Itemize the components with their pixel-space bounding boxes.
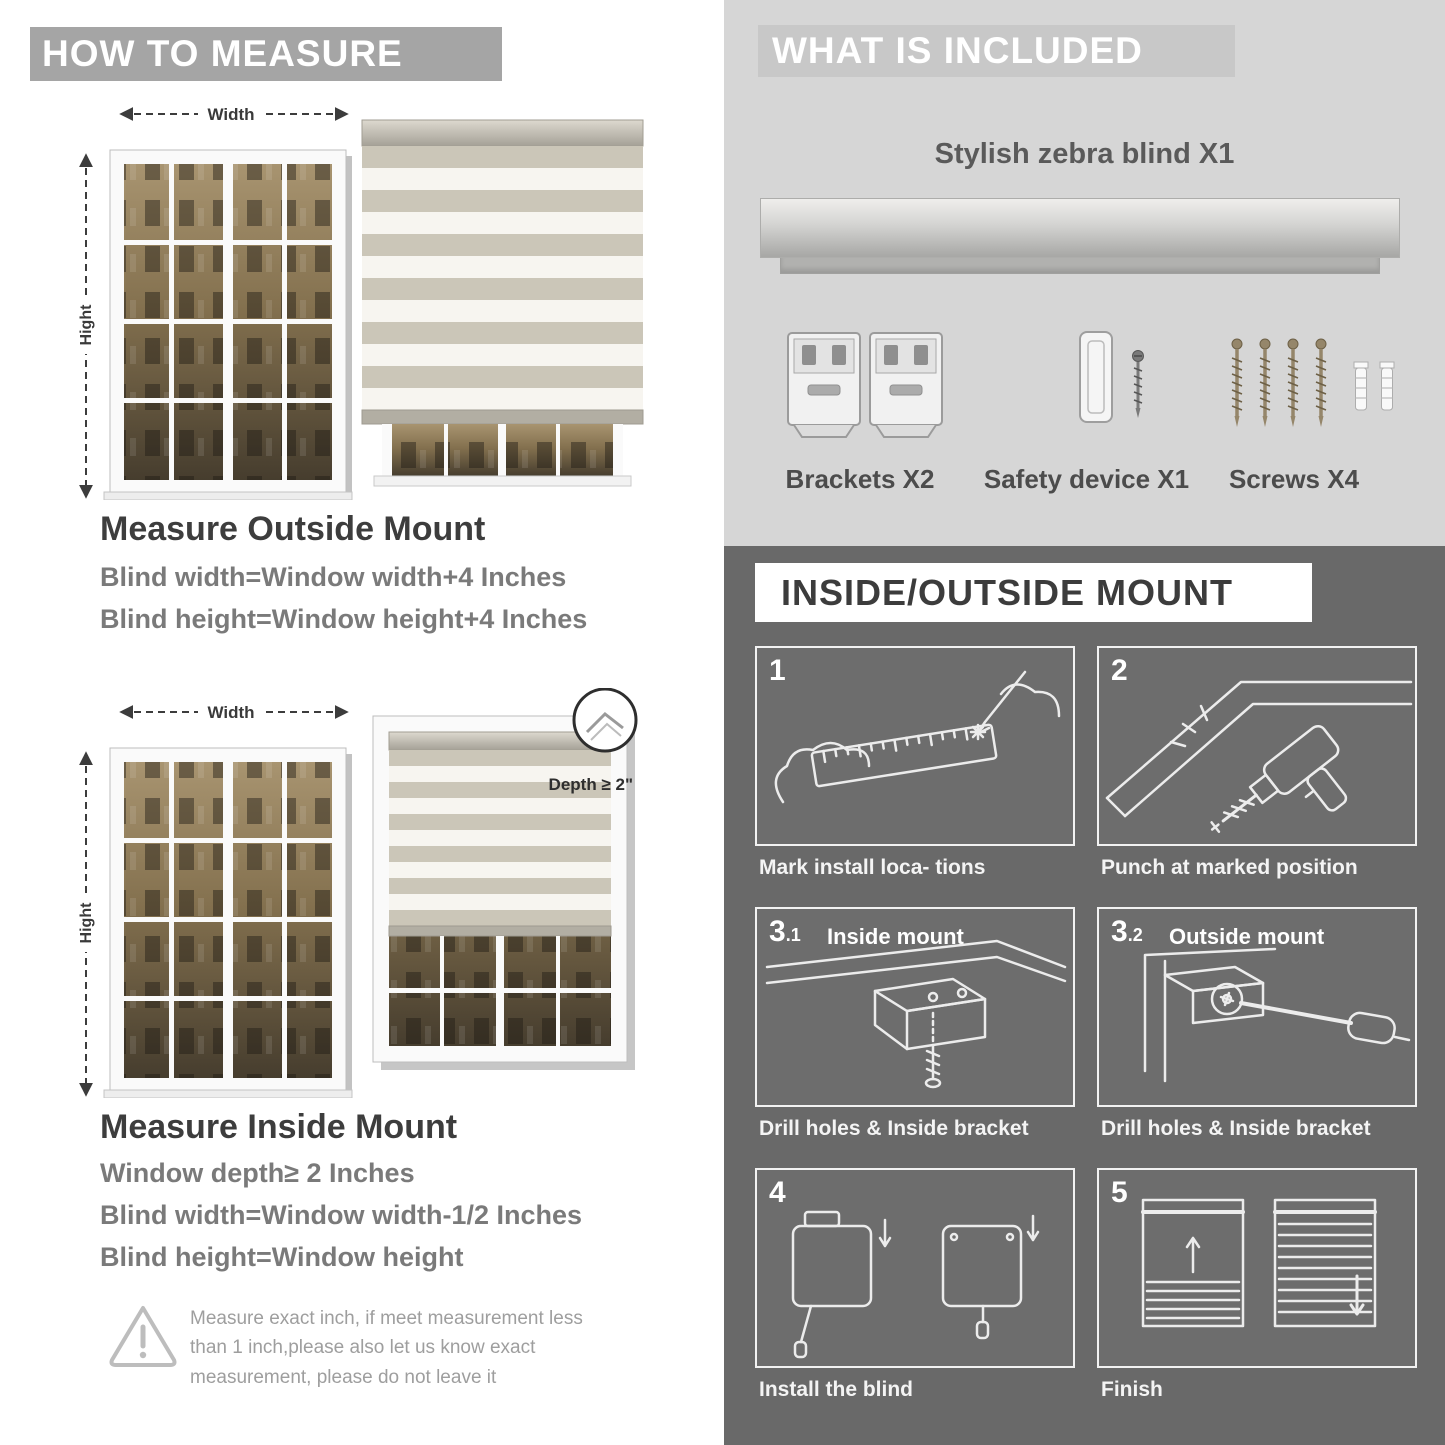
warning-triangle-icon [109, 1306, 177, 1367]
width-label: Width [207, 703, 254, 722]
window-diagram-inside: Width Hight [75, 701, 353, 1098]
zebra-blind-outside [361, 119, 644, 487]
step-caption: Mark install loca- tions [759, 856, 986, 879]
window-sill [103, 491, 353, 500]
product-label: Stylish zebra blind X1 [934, 138, 1235, 170]
height-label: Hight [78, 304, 95, 346]
step-number: 2 [1111, 654, 1128, 687]
step-frame: 2 [1097, 646, 1417, 846]
blind-headrail [361, 119, 644, 147]
window-diagram-outside: Width Hight [75, 103, 353, 500]
inside-formula-depth: Window depth≥ 2 Inches [100, 1158, 415, 1188]
step-frame: 3.2 Outside mount [1097, 907, 1417, 1107]
blind-bottom-rail [388, 925, 612, 937]
depth-label: Depth ≥ 2" [549, 775, 633, 794]
screws-icon [1231, 338, 1395, 427]
step-caption: Drill holes & Inside bracket [1101, 1117, 1371, 1140]
blind-stripes [389, 750, 611, 926]
outside-formula-height: Blind height=Window height+4 Inches [100, 604, 588, 634]
blind-headrail-bottom [780, 258, 1380, 274]
step-caption: Install the blind [759, 1378, 914, 1401]
what-is-included-section: WHAT IS INCLUDED Stylish zebra blind X1 [724, 0, 1445, 546]
mount-instructions-section: INSIDE/OUTSIDE MOUNT 1 [724, 546, 1445, 1445]
step-number: 1 [769, 654, 786, 687]
anchors-icon [1353, 361, 1395, 411]
step-frame: 4 [755, 1168, 1075, 1368]
mount-step-4: 4 [755, 1168, 1075, 1403]
depth-detail-callout [572, 688, 638, 753]
blind-bottom-rail [361, 409, 644, 425]
window-below-blind [373, 424, 632, 487]
mount-header: INSIDE/OUTSIDE MOUNT [755, 563, 1312, 622]
safety-device-icon [1079, 331, 1144, 423]
step-number: 3.1 [769, 915, 801, 948]
brackets-icon [787, 332, 943, 438]
mark-location-illustration [774, 670, 1061, 804]
screws-label: Screws X4 [1228, 464, 1360, 494]
window-sill [103, 1089, 353, 1098]
mount-step-5: 5 Finish [1097, 1168, 1417, 1403]
step-frame: 3.1 Inside mount [755, 907, 1075, 1107]
width-label: Width [207, 105, 254, 124]
step-frame: 5 [1097, 1168, 1417, 1368]
mount-steps-grid: 1 Mark inst [755, 646, 1417, 1429]
install-blind-illustration [791, 1210, 1040, 1359]
mount-step-3-1: 3.1 Inside mount [755, 907, 1075, 1142]
inside-formula-width: Blind width=Window width-1/2 Inches [100, 1200, 583, 1230]
drill-illustration [1105, 680, 1413, 834]
mount-step-1: 1 Mark inst [755, 646, 1075, 881]
how-to-measure-header: HOW TO MEASURE [30, 27, 502, 81]
blind-headrail-illustration [760, 198, 1400, 258]
mount-step-3-2: 3.2 Outside mount [1097, 907, 1417, 1142]
step-frame: 1 [755, 646, 1075, 846]
step-label: Inside mount [827, 924, 964, 949]
how-to-measure-section: HOW TO MEASURE Width Hight [30, 27, 644, 1388]
outside-bracket-illustration [1143, 947, 1411, 1083]
inside-bracket-illustration [765, 939, 1067, 1089]
step-number: 3.2 [1111, 915, 1143, 948]
brackets-label: Brackets X2 [785, 464, 935, 494]
inside-formula-height: Blind height=Window height [100, 1242, 464, 1272]
height-label: Hight [78, 902, 95, 944]
step-label: Outside mount [1169, 924, 1325, 949]
finish-illustration [1141, 1198, 1377, 1328]
step-caption: Finish [1101, 1378, 1163, 1401]
step-caption: Punch at marked position [1101, 856, 1358, 879]
measure-outside-title: Measure Outside Mount [100, 510, 486, 548]
measurement-warning-text: Measure exact inch, if meet measurement … [190, 1308, 583, 1388]
mount-step-2: 2 [1097, 646, 1417, 881]
outside-formula-width: Blind width=Window width+4 Inches [100, 562, 567, 592]
step-number: 5 [1111, 1176, 1128, 1209]
blind-stripes [362, 146, 643, 410]
measure-inside-title: Measure Inside Mount [100, 1108, 458, 1146]
zebra-blind-inside: Depth ≥ 2" [372, 688, 638, 1070]
step-caption: Drill holes & Inside bracket [759, 1117, 1029, 1140]
step-number: 4 [769, 1176, 786, 1209]
safety-device-label: Safety device X1 [983, 464, 1190, 494]
what-is-included-header: WHAT IS INCLUDED [758, 25, 1235, 77]
